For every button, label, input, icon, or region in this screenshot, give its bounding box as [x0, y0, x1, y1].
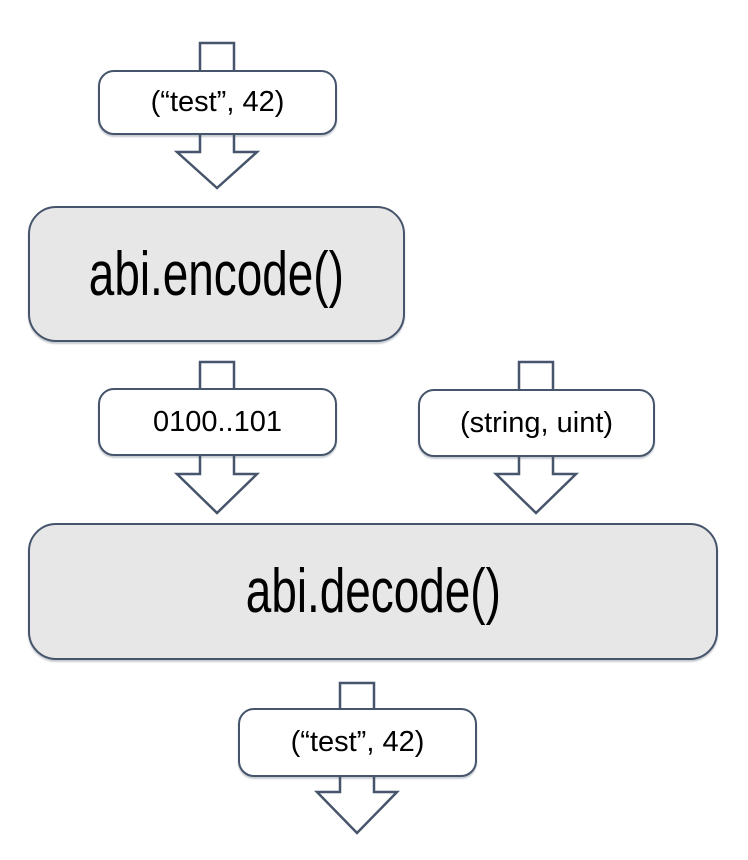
input-args-text: (“test”, 42): [150, 86, 285, 118]
output-args-text: (“test”, 42): [290, 726, 425, 758]
output-args-label: (“test”, 42): [238, 708, 477, 777]
encode-box: abi.encode(): [28, 206, 405, 342]
encoded-bytes-label: 0100..101: [98, 388, 337, 456]
types-label: (string, uint): [418, 389, 655, 457]
types-text: (string, uint): [459, 406, 614, 439]
decode-box: abi.decode(): [28, 523, 718, 660]
encoded-bytes-text: 0100..101: [152, 405, 282, 438]
decode-text: abi.decode(): [245, 557, 501, 626]
encode-text: abi.encode(): [88, 239, 345, 309]
input-args-label: (“test”, 42): [98, 70, 337, 135]
